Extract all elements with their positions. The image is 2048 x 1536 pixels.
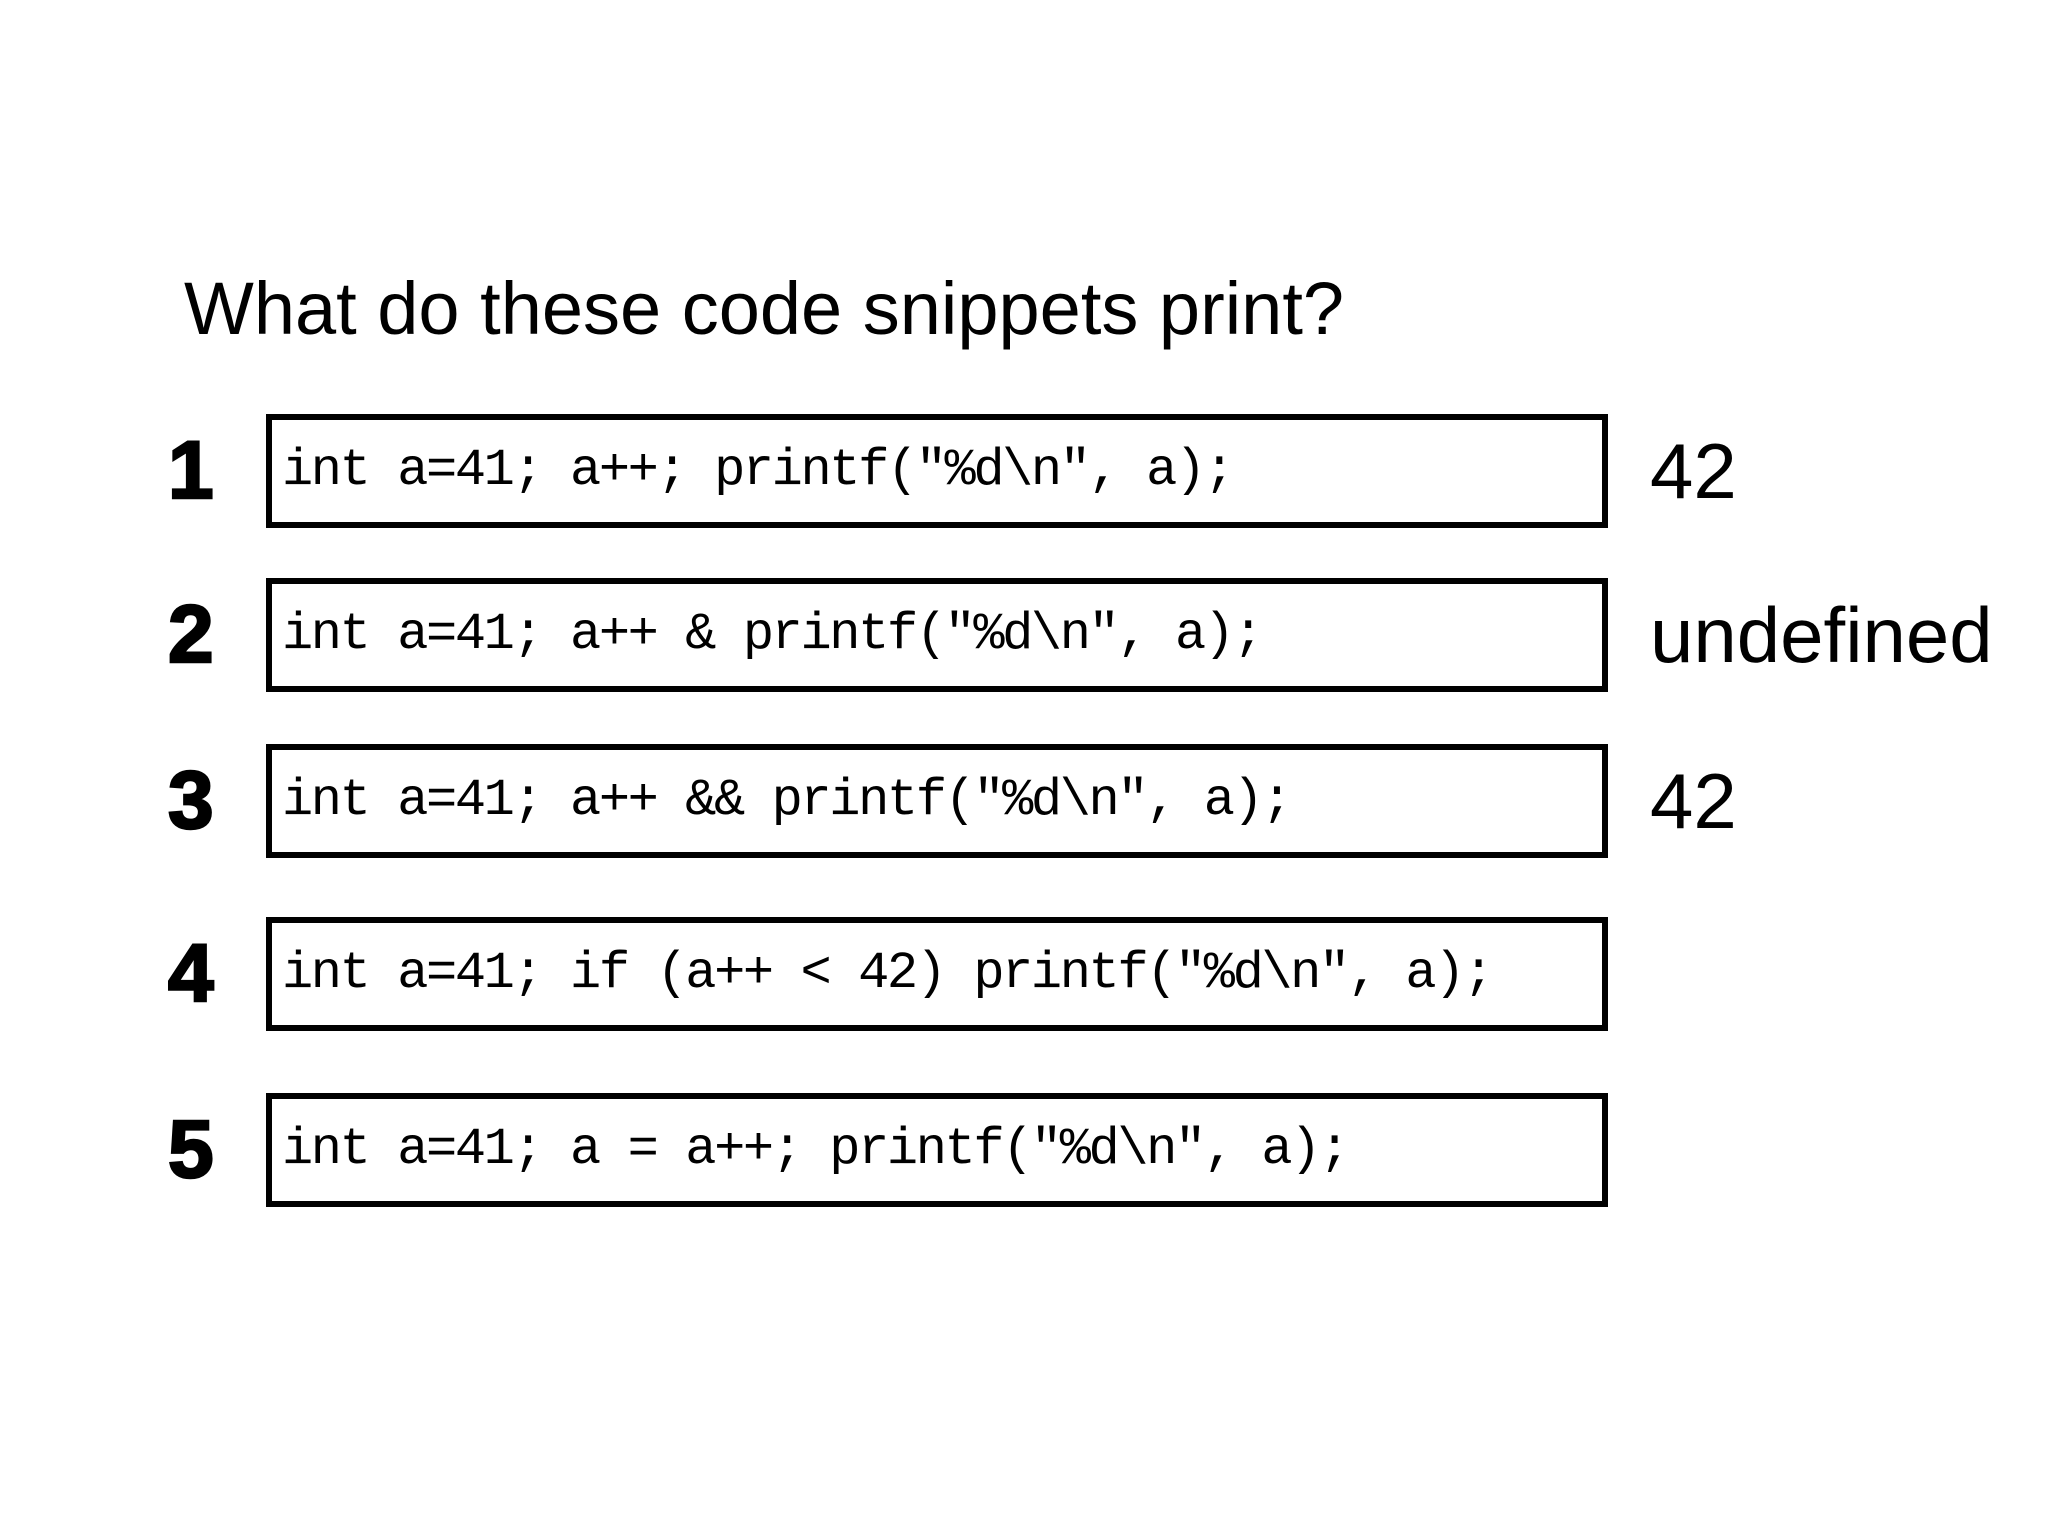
snippet-number: 3 xyxy=(167,755,215,846)
code-box: int a=41; if (a++ < 42) printf("%d\n", a… xyxy=(266,917,1608,1031)
snippet-row: 3 int a=41; a++ && printf("%d\n", a); 42 xyxy=(167,744,1737,858)
answer-text: 42 xyxy=(1650,757,1737,845)
snippet-number: 1 xyxy=(167,425,215,516)
answer-text: 42 xyxy=(1650,427,1737,515)
code-box: int a=41; a = a++; printf("%d\n", a); xyxy=(266,1093,1608,1207)
code-box: int a=41; a++ && printf("%d\n", a); xyxy=(266,744,1608,858)
snippet-row: 4 int a=41; if (a++ < 42) printf("%d\n",… xyxy=(167,917,1650,1031)
code-box: int a=41; a++ & printf("%d\n", a); xyxy=(266,578,1608,692)
snippet-number: 4 xyxy=(167,928,215,1019)
snippet-number: 5 xyxy=(167,1104,215,1195)
code-text: int a=41; a++ & printf("%d\n", a); xyxy=(282,605,1264,664)
snippet-number: 2 xyxy=(167,589,215,680)
code-text: int a=41; if (a++ < 42) printf("%d\n", a… xyxy=(282,944,1494,1003)
code-text: int a=41; a++; printf("%d\n", a); xyxy=(282,441,1235,500)
snippet-row: 2 int a=41; a++ & printf("%d\n", a); und… xyxy=(167,578,1993,692)
code-text: int a=41; a++ && printf("%d\n", a); xyxy=(282,771,1293,830)
slide-title: What do these code snippets print? xyxy=(184,267,1345,350)
snippet-row: 1 int a=41; a++; printf("%d\n", a); 42 xyxy=(167,414,1737,528)
answer-text: undefined xyxy=(1650,591,1993,679)
code-box: int a=41; a++; printf("%d\n", a); xyxy=(266,414,1608,528)
snippet-row: 5 int a=41; a = a++; printf("%d\n", a); xyxy=(167,1093,1650,1207)
code-text: int a=41; a = a++; printf("%d\n", a); xyxy=(282,1120,1350,1179)
